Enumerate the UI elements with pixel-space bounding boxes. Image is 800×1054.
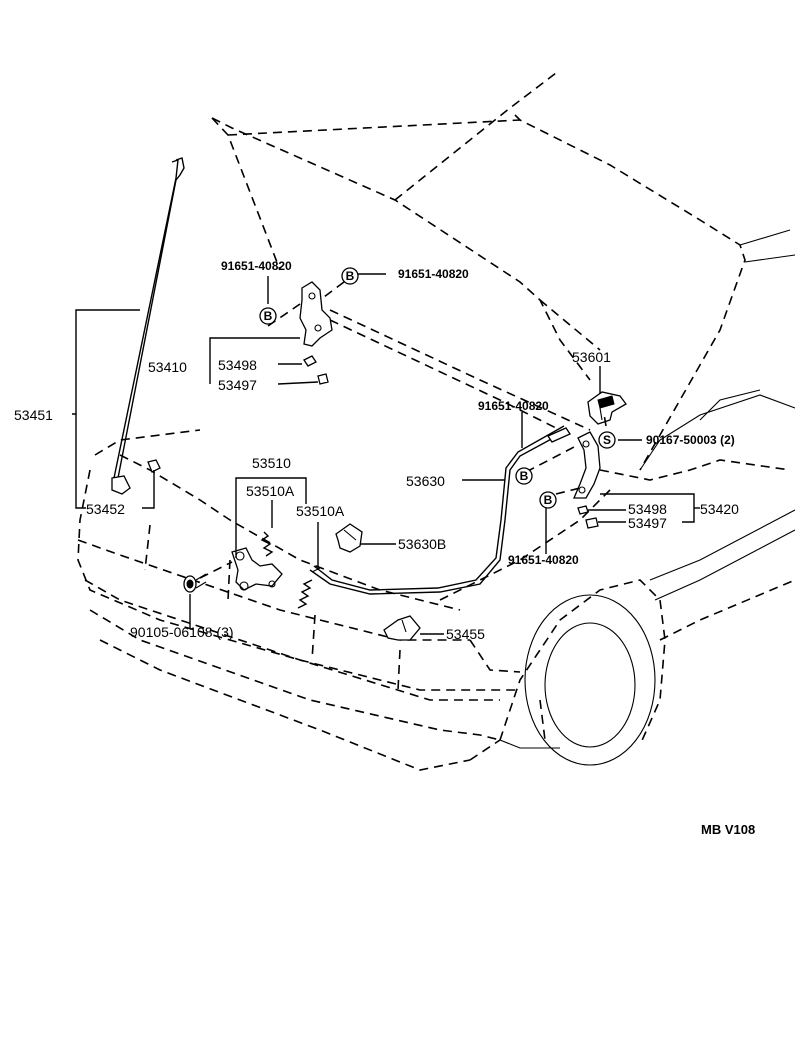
label-53451: 53451 <box>14 407 53 423</box>
label-53498-left: 53498 <box>218 357 257 373</box>
left-hood-hinge <box>299 281 333 385</box>
label-91651-40820-top: 91651-40820 <box>398 267 469 281</box>
diagram-code: MB V108 <box>701 822 755 837</box>
striker-53455 <box>383 615 421 641</box>
label-53455: 53455 <box>446 626 485 642</box>
cable-clip-53630B <box>335 523 363 553</box>
right-hood-hinge <box>573 431 601 529</box>
label-53510: 53510 <box>252 455 291 471</box>
label-53510A-a: 53510A <box>246 483 295 499</box>
badge-b-mid-text: B <box>520 469 529 483</box>
leader-lines <box>72 273 700 635</box>
part-labels: 91651-40820 91651-40820 53410 53498 5349… <box>14 259 755 837</box>
badge-b-top-text: B <box>346 269 355 283</box>
badge-b-top: B <box>341 267 359 285</box>
label-91651-40820-left: 91651-40820 <box>221 259 292 273</box>
badge-b-right-text: B <box>544 493 553 507</box>
hood-support-rod <box>111 157 185 495</box>
label-53410: 53410 <box>148 359 187 375</box>
label-53601: 53601 <box>572 349 611 365</box>
car-body-outline <box>77 69 796 771</box>
label-91651-40820-right: 91651-40820 <box>508 553 579 567</box>
label-53497-right: 53497 <box>628 515 667 531</box>
label-53510A-b: 53510A <box>296 503 345 519</box>
label-53420: 53420 <box>700 501 739 517</box>
label-53498-right: 53498 <box>628 501 667 517</box>
label-53497-left: 53497 <box>218 377 257 393</box>
hood-release-cable <box>309 425 571 595</box>
label-90105-06108: 90105-06108 (3) <box>130 624 234 640</box>
label-53630: 53630 <box>406 473 445 489</box>
label-53452: 53452 <box>86 501 125 517</box>
badge-s: S <box>598 431 616 449</box>
hood-lock-53510 <box>231 531 321 609</box>
badge-b-left: B <box>259 307 277 325</box>
badge-b-mid: B <box>515 467 533 485</box>
label-91651-40820-mid: 91651-40820 <box>478 399 549 413</box>
badge-b-left-text: B <box>264 309 273 323</box>
badge-b-right: B <box>539 491 557 509</box>
bracket-53601 <box>587 391 627 425</box>
grommet-53452 <box>147 459 161 473</box>
label-53630B: 53630B <box>398 536 446 552</box>
label-90167-50003: 90167-50003 (2) <box>646 433 735 447</box>
badge-s-text: S <box>603 433 611 447</box>
